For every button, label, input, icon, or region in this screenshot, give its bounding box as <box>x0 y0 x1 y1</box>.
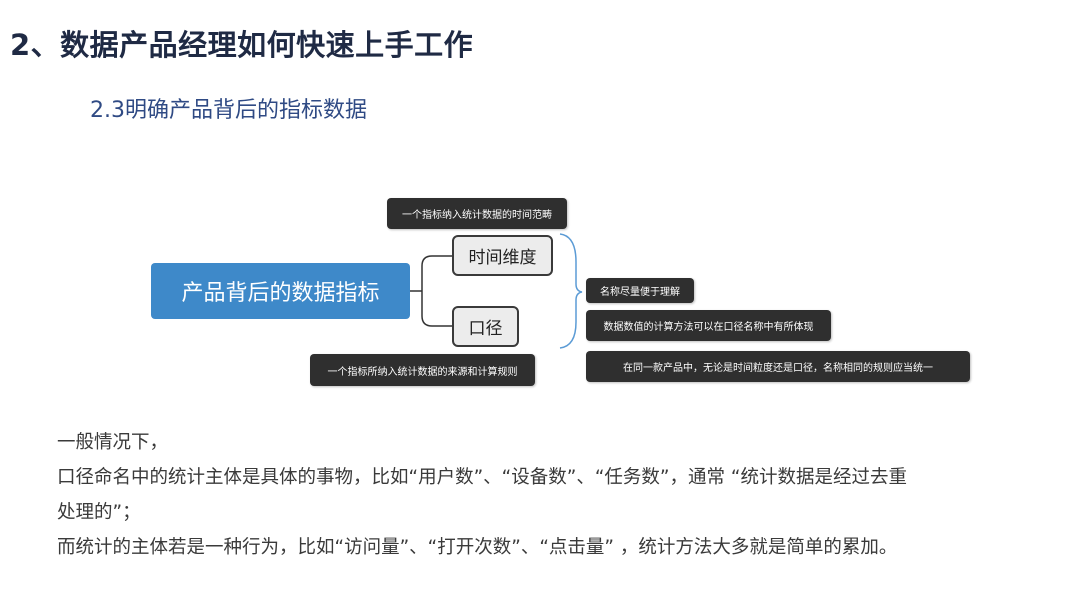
section-subtitle: 2.3明确产品背后的指标数据 <box>90 98 367 123</box>
rule-note-2: 数据数值的计算方法可以在口径名称中有所体现 <box>586 310 831 341</box>
rule-note-3: 在同一款产品中，无论是时间粒度还是口径，名称相同的规则应当统一 <box>586 351 970 382</box>
body-line-1: 一般情况下， <box>57 432 169 453</box>
mindmap-branch-time: 时间维度 <box>452 235 553 276</box>
rules-brace <box>559 233 583 349</box>
note-time-dimension: 一个指标纳入统计数据的时间范畴 <box>387 198 567 229</box>
body-paragraph: 一般情况下， 口径命名中的统计主体是具体的事物，比如“用户数”、“设备数”、“任… <box>57 425 1067 565</box>
mindmap-root-node: 产品背后的数据指标 <box>151 263 410 319</box>
branch-connector-time <box>421 255 452 291</box>
body-line-4: 而统计的主体若是一种行为，比如“访问量”、“打开次数”、“点击量” ，统计方法大… <box>57 537 898 558</box>
note-caliber: 一个指标所纳入统计数据的来源和计算规则 <box>310 354 535 386</box>
body-line-3: 处理的”； <box>57 502 141 523</box>
branch-connector-caliber <box>421 291 452 327</box>
mindmap-branch-caliber: 口径 <box>452 306 519 347</box>
rule-note-1: 名称尽量便于理解 <box>586 278 694 303</box>
page-title: 2、数据产品经理如何快速上手工作 <box>10 28 474 62</box>
body-line-2: 口径命名中的统计主体是具体的事物，比如“用户数”、“设备数”、“任务数”，通常 … <box>57 467 907 488</box>
